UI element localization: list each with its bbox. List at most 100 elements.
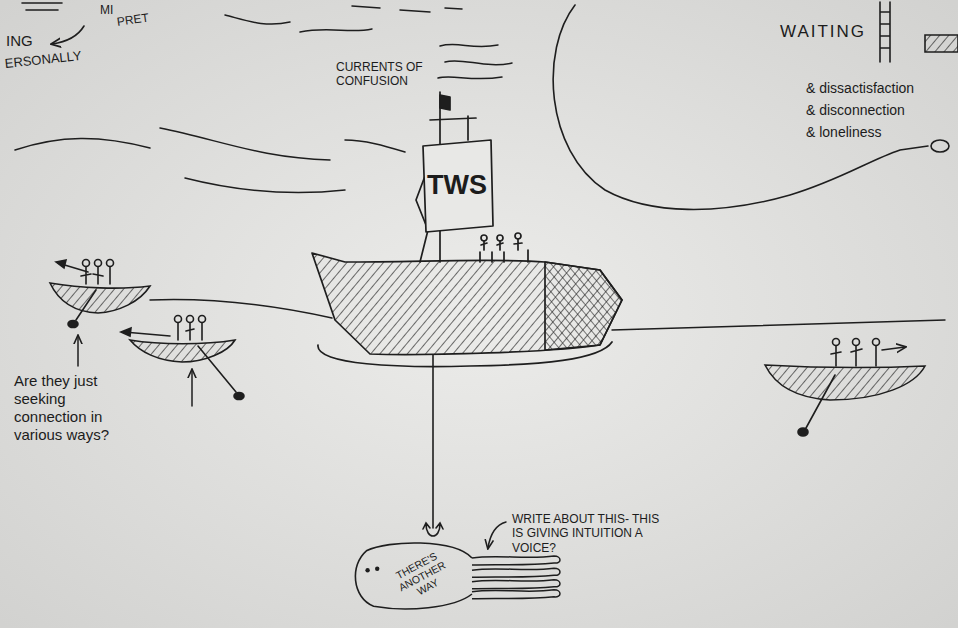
octopus-tentacle [472,590,560,599]
ship [497,241,503,250]
top-left-marks [52,26,84,44]
sail-shape: TWS [418,138,496,234]
rowboat-left-lower [121,316,244,400]
wave-lines [185,178,345,193]
rowboat-right [873,339,880,367]
leader-arrows [191,370,193,406]
rowboat-left-upper [50,283,150,313]
ship [430,118,476,120]
ship [481,235,487,241]
octopus-tentacle [472,556,560,565]
ship [497,235,503,250]
rowboat-left-upper [56,260,66,268]
area-label: CURRENTS OF CONFUSION [336,60,436,89]
rowboat-right [765,365,925,400]
rowboat-left-lower [175,316,182,341]
ship [481,241,487,250]
rowboat-right [798,428,808,436]
wave-lines [225,15,290,24]
ship [312,92,622,367]
ship [545,262,622,350]
ship [514,239,522,250]
ship [318,342,612,367]
rowboat-right [853,339,860,346]
ship [497,235,503,241]
octopus-message: THERE'S ANOTHER WAY [386,546,458,607]
rowboat-right [831,346,841,366]
rowboat-right [873,339,880,346]
wave-lines [440,44,498,46]
ship [480,250,528,262]
wave-lines [160,128,330,160]
octopus-eye [365,568,369,572]
island-shore [931,140,949,152]
rowboat-left-lower [186,316,194,341]
sail-lettering: TWS [427,170,487,201]
rowboat-left-lower [121,328,131,336]
ship [467,116,469,140]
area-label: WAITING [780,22,890,42]
ship [515,233,521,239]
rowboat-left-upper [109,267,111,284]
rowboat-right [831,339,841,367]
rowboat-left-lower [201,323,203,340]
rowboat-left-lower [187,316,194,323]
rowboat-right [765,339,925,437]
rowboat-left-upper [93,267,103,284]
wave-lines [300,29,372,32]
ship [481,235,487,250]
horizon-lines [612,320,945,330]
rowboat-left-lower [198,346,236,392]
island-shore [925,35,958,52]
rowboat-left-lower [199,316,206,323]
rowboat-left-lower [199,316,206,341]
rowboat-right [851,339,862,367]
rowboat-left-upper [93,260,103,285]
rowboat-left-lower [177,323,179,340]
anchor [432,355,434,528]
note-line: & dissactisfaction [806,80,956,97]
anchor [423,355,443,536]
wave-lines [352,6,462,12]
wave-lines [15,138,150,150]
ship [440,95,450,110]
leader-arrows [488,522,506,548]
leader-arrows [77,336,79,366]
octopus-eye [375,567,379,571]
rowboat-left-upper [107,260,114,285]
octopus-head [355,543,472,609]
ship [312,253,622,355]
octopus-tentacle [472,568,560,577]
rowboat-left-lower [186,323,194,340]
wave-lines [445,61,512,65]
rowboat-left-lower [175,316,182,323]
rowboat-left-lower [130,340,235,362]
rowboat-left-upper [76,290,96,320]
island-shore [880,2,890,62]
ship [514,233,522,250]
rowboat-left-upper [50,260,150,328]
rowboat-right [833,339,840,346]
octopus-tentacle [472,580,560,589]
note-line: & disconnection [806,102,956,119]
leader-arrows [78,336,506,548]
wave-lines [438,77,502,79]
top-left-marks [22,3,62,10]
rowboat-left-upper [107,260,114,267]
rowboat-right [806,375,835,428]
rowboat-right [875,346,877,366]
rowboat-right [851,346,862,366]
island-shore [553,2,958,209]
anchor [423,523,443,536]
annotation-note: WRITE ABOUT THIS- THIS IS GIVING INTUITI… [512,512,662,555]
note-line: & loneliness [806,124,956,141]
rowboat-left-lower [234,393,244,400]
rowboat-left-upper [83,260,90,267]
rowboat-left-upper [68,321,78,328]
wave-lines [345,140,405,152]
rowboat-left-upper [95,260,102,267]
fragment-label: ING [6,32,56,50]
sail-outline [423,140,493,232]
